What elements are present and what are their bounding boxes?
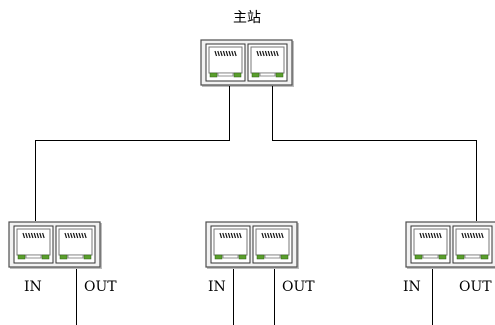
port-pins [256,50,279,57]
master-label: 主站 [233,10,261,26]
slave-3-in-label: IN [403,279,421,295]
status-led [233,72,242,78]
status-led [256,254,265,260]
slave-2-in-label: IN [208,279,226,295]
port-pins [261,232,284,239]
status-led [414,254,423,260]
port-pins [419,232,442,239]
slave-2-port-2 [252,225,293,264]
slave-1-port-1 [13,225,54,264]
status-led [238,254,247,260]
master-device [200,39,294,87]
status-led [59,254,68,260]
status-led [251,72,260,78]
master-port-2 [247,43,288,82]
slave-1-port-2 [55,225,96,264]
slave-device-1 [8,221,102,269]
status-led [275,72,284,78]
port-pins [461,232,484,239]
status-led [17,254,26,260]
slave-1-in-label: IN [24,279,42,295]
status-led [41,254,50,260]
port-pins [22,232,45,239]
status-led [214,254,223,260]
master-port-1 [205,43,246,82]
port-pins [219,232,242,239]
status-led [438,254,447,260]
slave-device-2 [205,221,299,269]
slave-2-out-label: OUT [282,279,315,295]
status-led [480,254,489,260]
slave-2-port-1 [210,225,251,264]
slave-device-3 [405,221,495,269]
port-pins [64,232,87,239]
status-led [280,254,289,260]
slave-1-out-label: OUT [84,279,117,295]
master-port-1-to-slave-1-line [35,86,230,221]
status-led [456,254,465,260]
status-led [209,72,218,78]
slave-3-port-1 [410,225,451,264]
bus-lines [35,86,477,325]
slave-3-out-label: OUT [459,279,492,295]
slave-3-port-2 [452,225,493,264]
status-led [83,254,92,260]
port-pins [214,50,237,57]
master-port-2-to-slave-3-line [272,86,477,221]
